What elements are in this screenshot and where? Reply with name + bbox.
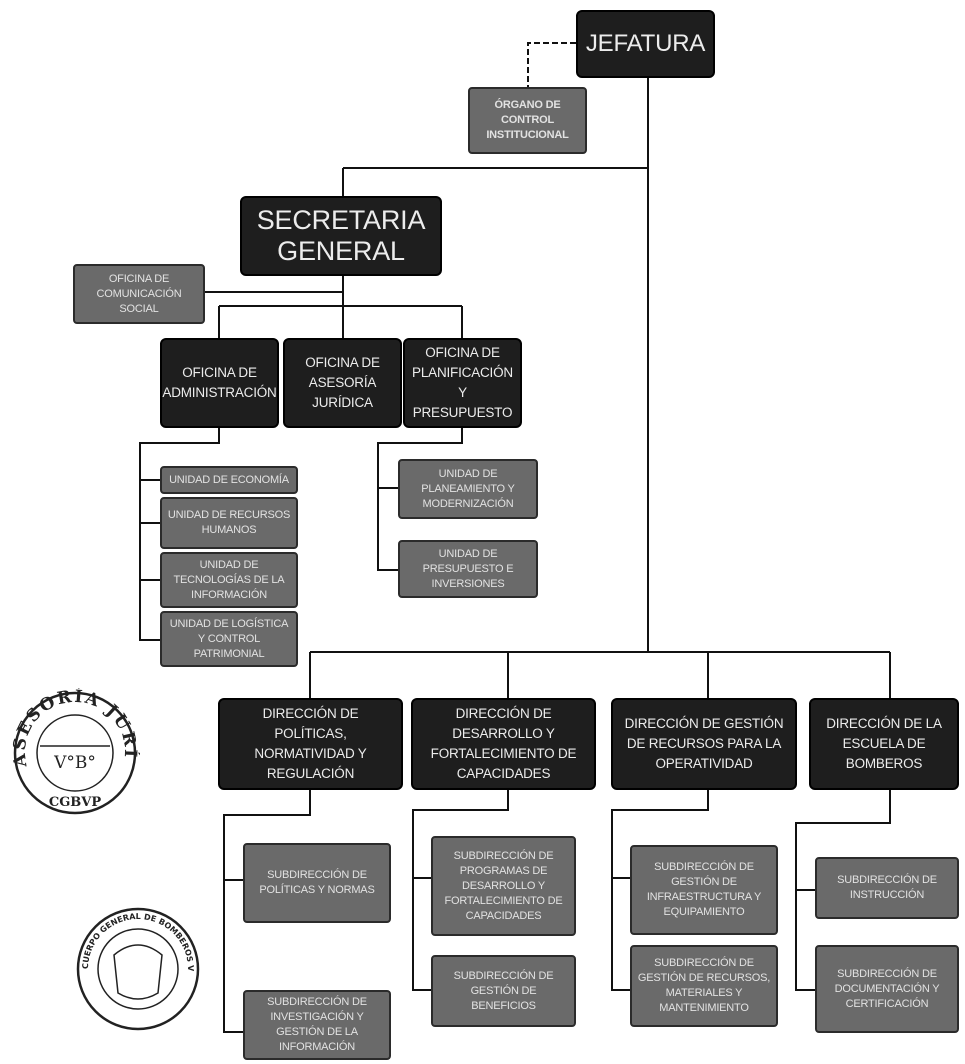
- planificacion-box: OFICINA DE PLANIFICACIÓN Y PRESUPUESTO: [403, 338, 522, 428]
- unit-label: UNIDAD DE PLANEAMIENTO Y MODERNIZACIÓN: [421, 467, 515, 510]
- sub-politicas-normas: SUBDIRECCIÓN DE POLÍTICAS Y NORMAS: [243, 843, 391, 923]
- unit-planeamiento: UNIDAD DE PLANEAMIENTO Y MODERNIZACIÓN: [398, 459, 538, 519]
- jefatura-label: JEFATURA: [585, 30, 706, 57]
- sub-label: SUBDIRECCIÓN DE GESTIÓN DE BENEFICIOS: [453, 969, 554, 1012]
- unit-economia: UNIDAD DE ECONOMÍA: [160, 466, 298, 494]
- comunicacion-box: OFICINA DE COMUNICACIÓN SOCIAL: [73, 264, 205, 324]
- secretaria-box: SECRETARIA GENERAL: [240, 196, 442, 276]
- direction-label: DIRECCIÓN DE LA ESCUELA DE BOMBEROS: [826, 716, 942, 771]
- unit-label: UNIDAD DE TECNOLOGÍAS DE LA INFORMACIÓN: [173, 558, 285, 601]
- cuerpo-stamp: CUERPO GENERAL DE BOMBEROS VOLUNTARIOS D…: [74, 905, 200, 1031]
- direction-label: DIRECCIÓN DE DESARROLLO Y FORTALECIMIENT…: [430, 706, 577, 781]
- unit-recursos-humanos: UNIDAD DE RECURSOS HUMANOS: [160, 497, 298, 549]
- direction-desarrollo: DIRECCIÓN DE DESARROLLO Y FORTALECIMIENT…: [411, 698, 596, 790]
- sub-programas: SUBDIRECCIÓN DE PROGRAMAS DE DESARROLLO …: [431, 836, 576, 936]
- sub-label: SUBDIRECCIÓN DE INVESTIGACIÓN Y GESTIÓN …: [267, 996, 367, 1053]
- direction-escuela: DIRECCIÓN DE LA ESCUELA DE BOMBEROS: [809, 698, 959, 790]
- administracion-box: OFICINA DE ADMINISTRACIÓN: [160, 338, 279, 428]
- sub-label: SUBDIRECCIÓN DE POLÍTICAS Y NORMAS: [259, 869, 375, 896]
- sub-infraestructura: SUBDIRECCIÓN DE GESTIÓN DE INFRAESTRUCTU…: [630, 845, 778, 935]
- direction-label: DIRECCIÓN DE GESTIÓN DE RECURSOS PARA LA…: [624, 716, 784, 771]
- direction-politicas: DIRECCIÓN DE POLÍTICAS, NORMATIVIDAD Y R…: [218, 698, 403, 790]
- asesoria-stamp-vb: V°B°: [53, 753, 96, 773]
- sub-label: SUBDIRECCIÓN DE GESTIÓN DE INFRAESTRUCTU…: [646, 861, 762, 918]
- asesoria-label: OFICINA DE ASESORÍA JURÍDICA: [305, 355, 380, 410]
- sub-label: SUBDIRECCIÓN DE INSTRUCCIÓN: [837, 874, 937, 901]
- unit-logistica: UNIDAD DE LOGÍSTICA Y CONTROL PATRIMONIA…: [160, 611, 298, 667]
- secretaria-label: SECRETARIA GENERAL: [256, 205, 426, 266]
- control-box: ÓRGANO DE CONTROL INSTITUCIONAL: [468, 87, 587, 154]
- administracion-label: OFICINA DE ADMINISTRACIÓN: [162, 365, 277, 400]
- sub-label: SUBDIRECCIÓN DE GESTIÓN DE RECURSOS, MAT…: [637, 957, 771, 1014]
- asesoria-stamp: ASESORÍA JURÍDICA V°B° CGBVP: [10, 688, 139, 815]
- unit-label: UNIDAD DE PRESUPUESTO E INVERSIONES: [422, 547, 514, 590]
- jefatura-box: JEFATURA: [576, 10, 715, 78]
- control-label: ÓRGANO DE CONTROL INSTITUCIONAL: [486, 99, 569, 141]
- planificacion-label: OFICINA DE PLANIFICACIÓN Y PRESUPUESTO: [412, 345, 513, 420]
- unit-label: UNIDAD DE ECONOMÍA: [169, 473, 289, 486]
- sub-instruccion: SUBDIRECCIÓN DE INSTRUCCIÓN: [815, 857, 959, 919]
- unit-presupuesto: UNIDAD DE PRESUPUESTO E INVERSIONES: [398, 540, 538, 598]
- asesoria-box: OFICINA DE ASESORÍA JURÍDICA: [283, 338, 402, 428]
- sub-recursos-materiales: SUBDIRECCIÓN DE GESTIÓN DE RECURSOS, MAT…: [630, 945, 778, 1027]
- unit-tecnologias: UNIDAD DE TECNOLOGÍAS DE LA INFORMACIÓN: [160, 552, 298, 608]
- sub-label: SUBDIRECCIÓN DE DOCUMENTACIÓN Y CERTIFIC…: [834, 967, 940, 1010]
- sub-beneficios: SUBDIRECCIÓN DE GESTIÓN DE BENEFICIOS: [431, 955, 576, 1027]
- asesoria-stamp-sub: CGBVP: [49, 795, 102, 810]
- sub-documentacion: SUBDIRECCIÓN DE DOCUMENTACIÓN Y CERTIFIC…: [815, 945, 959, 1033]
- direction-recursos: DIRECCIÓN DE GESTIÓN DE RECURSOS PARA LA…: [611, 698, 797, 790]
- unit-label: UNIDAD DE LOGÍSTICA Y CONTROL PATRIMONIA…: [169, 617, 289, 660]
- sub-investigacion: SUBDIRECCIÓN DE INVESTIGACIÓN Y GESTIÓN …: [243, 990, 391, 1060]
- unit-label: UNIDAD DE RECURSOS HUMANOS: [167, 509, 291, 536]
- direction-label: DIRECCIÓN DE POLÍTICAS, NORMATIVIDAD Y R…: [254, 706, 367, 781]
- comunicacion-label: OFICINA DE COMUNICACIÓN SOCIAL: [96, 272, 182, 315]
- sub-label: SUBDIRECCIÓN DE PROGRAMAS DE DESARROLLO …: [444, 849, 563, 922]
